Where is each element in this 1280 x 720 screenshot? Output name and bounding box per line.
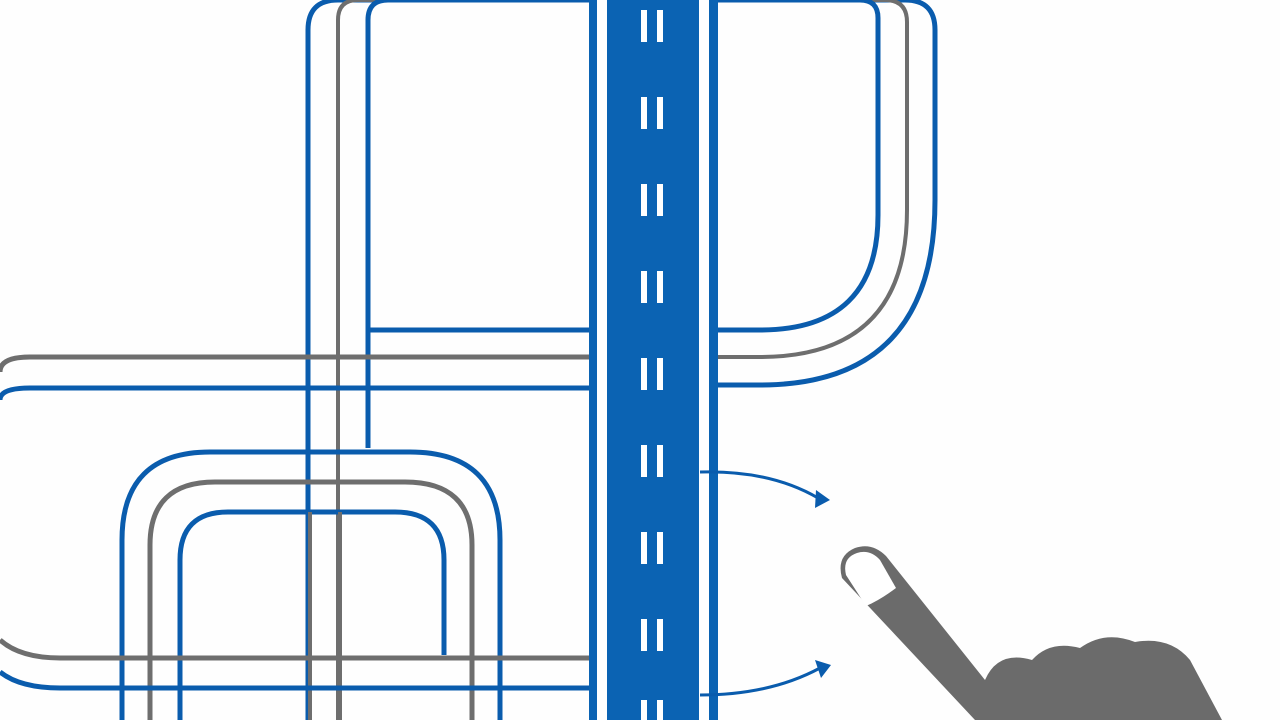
- lane-markings: [641, 10, 663, 720]
- upper-loop-center-line: [336, 0, 909, 720]
- lane-marking: [657, 619, 663, 651]
- outer-arch-gray: [147, 479, 475, 720]
- lane-marking: [641, 532, 647, 564]
- route-arrows: [699, 470, 831, 697]
- lane-marking: [641, 10, 647, 42]
- route-arrow-lower: [699, 666, 821, 697]
- lane-marking: [657, 700, 663, 720]
- lane-marking: [657, 10, 663, 42]
- left-road-blue-edge: [0, 385, 590, 401]
- bottom-horizontal-road: [0, 638, 590, 691]
- route-arrow-upper-head-icon: [815, 490, 830, 508]
- highway-left-edge: [589, 0, 597, 720]
- lane-marking: [641, 700, 647, 720]
- lower-arches: [119, 449, 503, 720]
- bottom-road-gray-edge: [0, 638, 590, 661]
- highway-right-edge: [709, 0, 718, 720]
- highway-left-shoulder: [597, 0, 607, 720]
- lane-marking: [657, 445, 663, 477]
- lane-marking: [641, 445, 647, 477]
- lane-marking: [657, 358, 663, 390]
- lane-marking: [657, 97, 663, 129]
- lane-marking: [657, 271, 663, 303]
- fingernail: [845, 551, 896, 606]
- upper-loop-inner-edge: [365, 0, 881, 448]
- inner-arch-center: [308, 512, 342, 720]
- bottom-road-blue-edge: [0, 669, 590, 691]
- lane-marking: [657, 184, 663, 216]
- upper-loop-outer-edge: [305, 0, 938, 720]
- pointing-hand-icon: [840, 546, 1222, 720]
- left-road-gray-edge: [0, 354, 590, 373]
- highway: [589, 0, 718, 720]
- hand-shape: [840, 546, 1222, 720]
- route-arrow-upper: [699, 470, 819, 500]
- lane-marking: [641, 97, 647, 129]
- highway-surface: [607, 0, 699, 720]
- lane-marking: [641, 184, 647, 216]
- highway-right-shoulder: [699, 0, 709, 720]
- upper-loop-road: [305, 0, 938, 720]
- route-arrow-lower-head-icon: [815, 660, 831, 678]
- lane-marking: [641, 358, 647, 390]
- lane-marking: [641, 619, 647, 651]
- lane-marking: [657, 532, 663, 564]
- lane-marking: [641, 271, 647, 303]
- outer-arch-blue: [119, 449, 503, 720]
- left-horizontal-road: [0, 327, 590, 401]
